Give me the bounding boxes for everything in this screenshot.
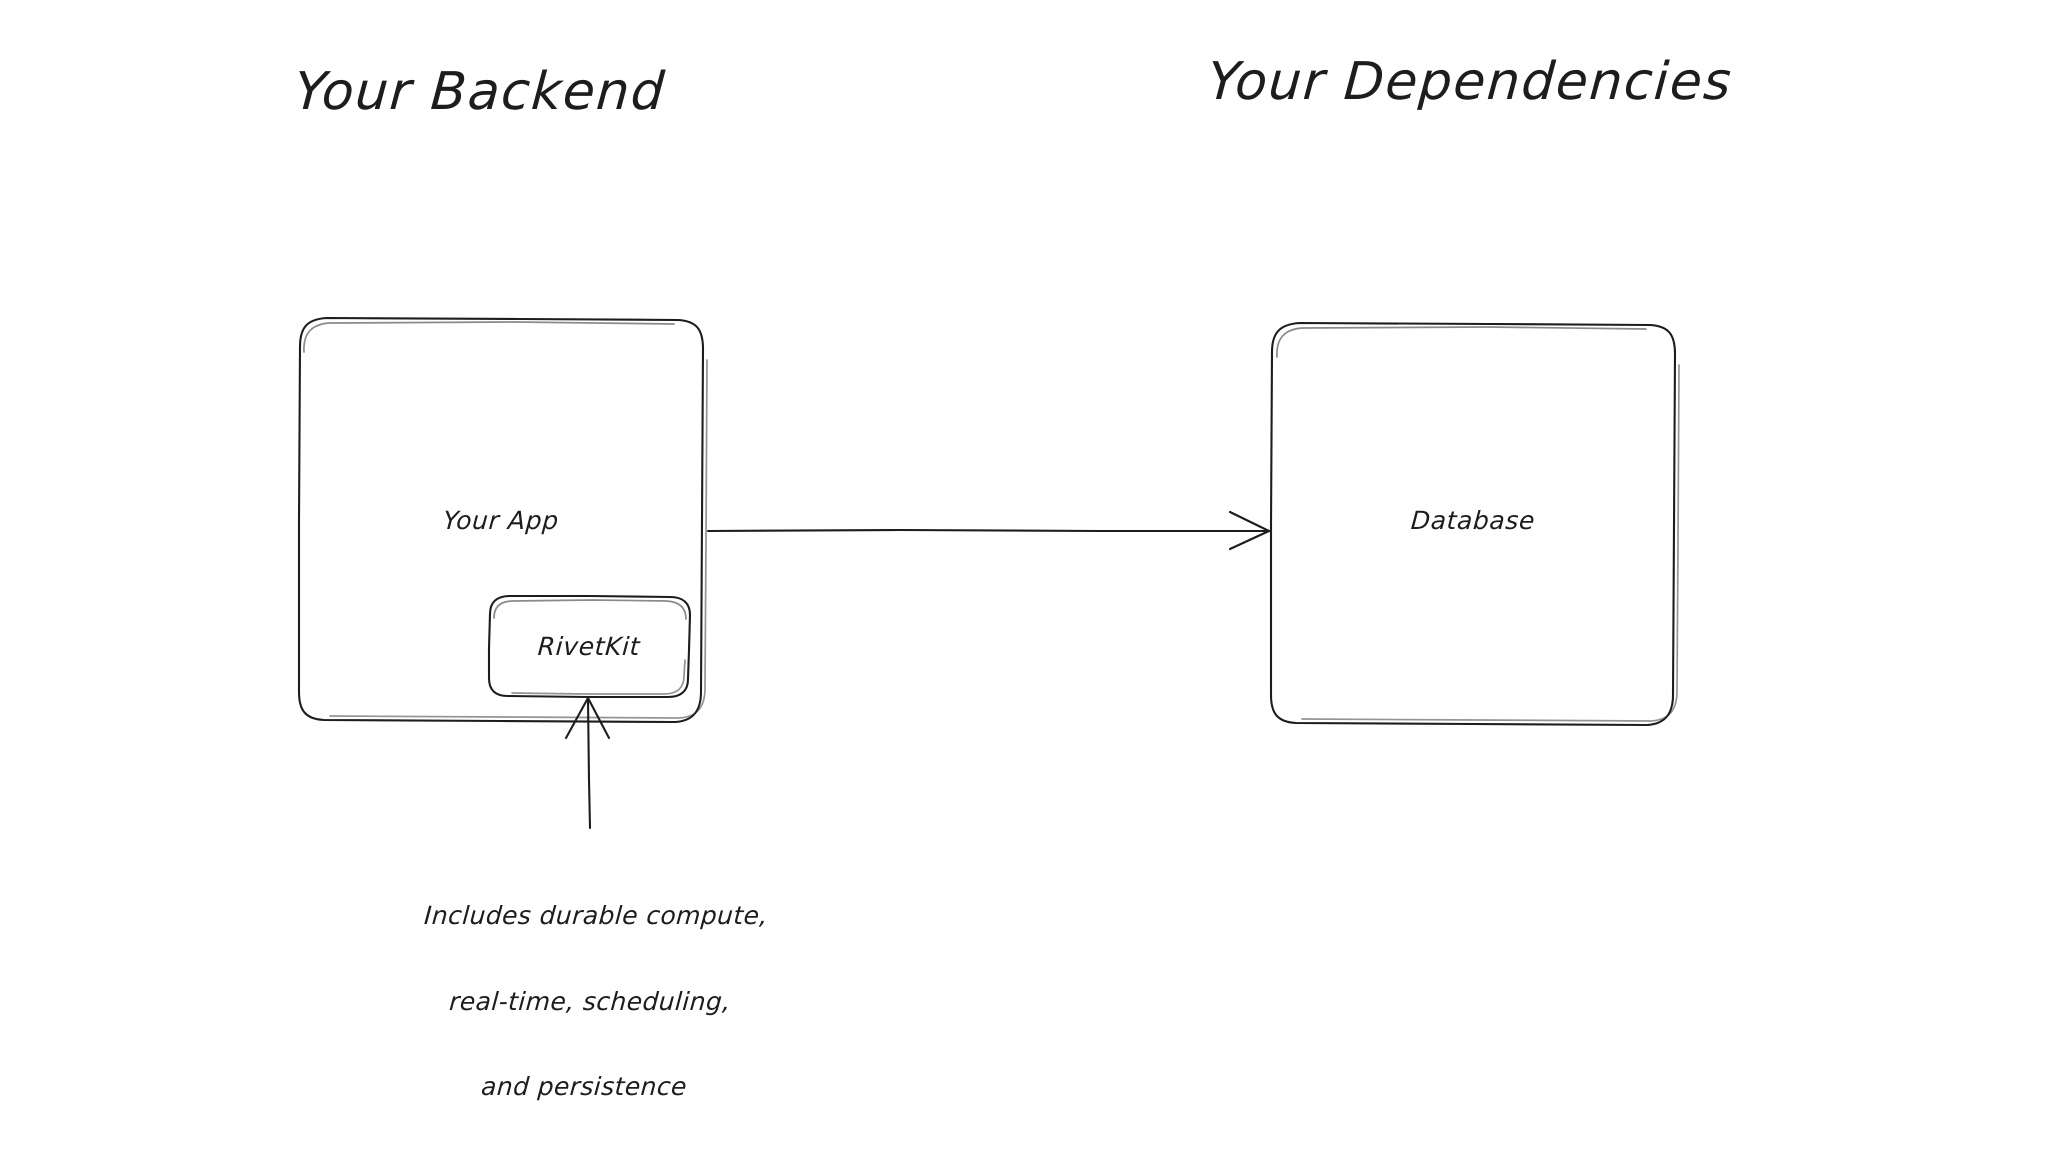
node-label-rivetkit: RivetKit xyxy=(536,632,642,661)
connector-annotation-to-rivetkit[interactable] xyxy=(564,696,611,830)
annotation-line-1: Includes durable compute, xyxy=(423,901,769,930)
annotation-line-3: and persistence xyxy=(480,1072,688,1101)
connector-app-to-database[interactable] xyxy=(706,510,1271,551)
node-rivetkit-shape[interactable] xyxy=(487,594,692,699)
diagram-canvas: Your Backend Your Dependencies Your App … xyxy=(292,52,1735,1101)
group-title-backend: Your Backend xyxy=(292,62,668,122)
node-label-database: Database xyxy=(1409,506,1537,535)
annotation-line-2: real-time, scheduling, xyxy=(448,986,732,1016)
annotation-rivetkit-note: Includes durable compute, real-time, sch… xyxy=(349,845,831,1159)
node-database-shape[interactable] xyxy=(1269,321,1680,727)
group-title-dependencies: Your Dependencies xyxy=(1205,52,1735,112)
diagram-sketch-layer xyxy=(297,316,1680,830)
node-label-your-app: Your App xyxy=(442,506,560,535)
